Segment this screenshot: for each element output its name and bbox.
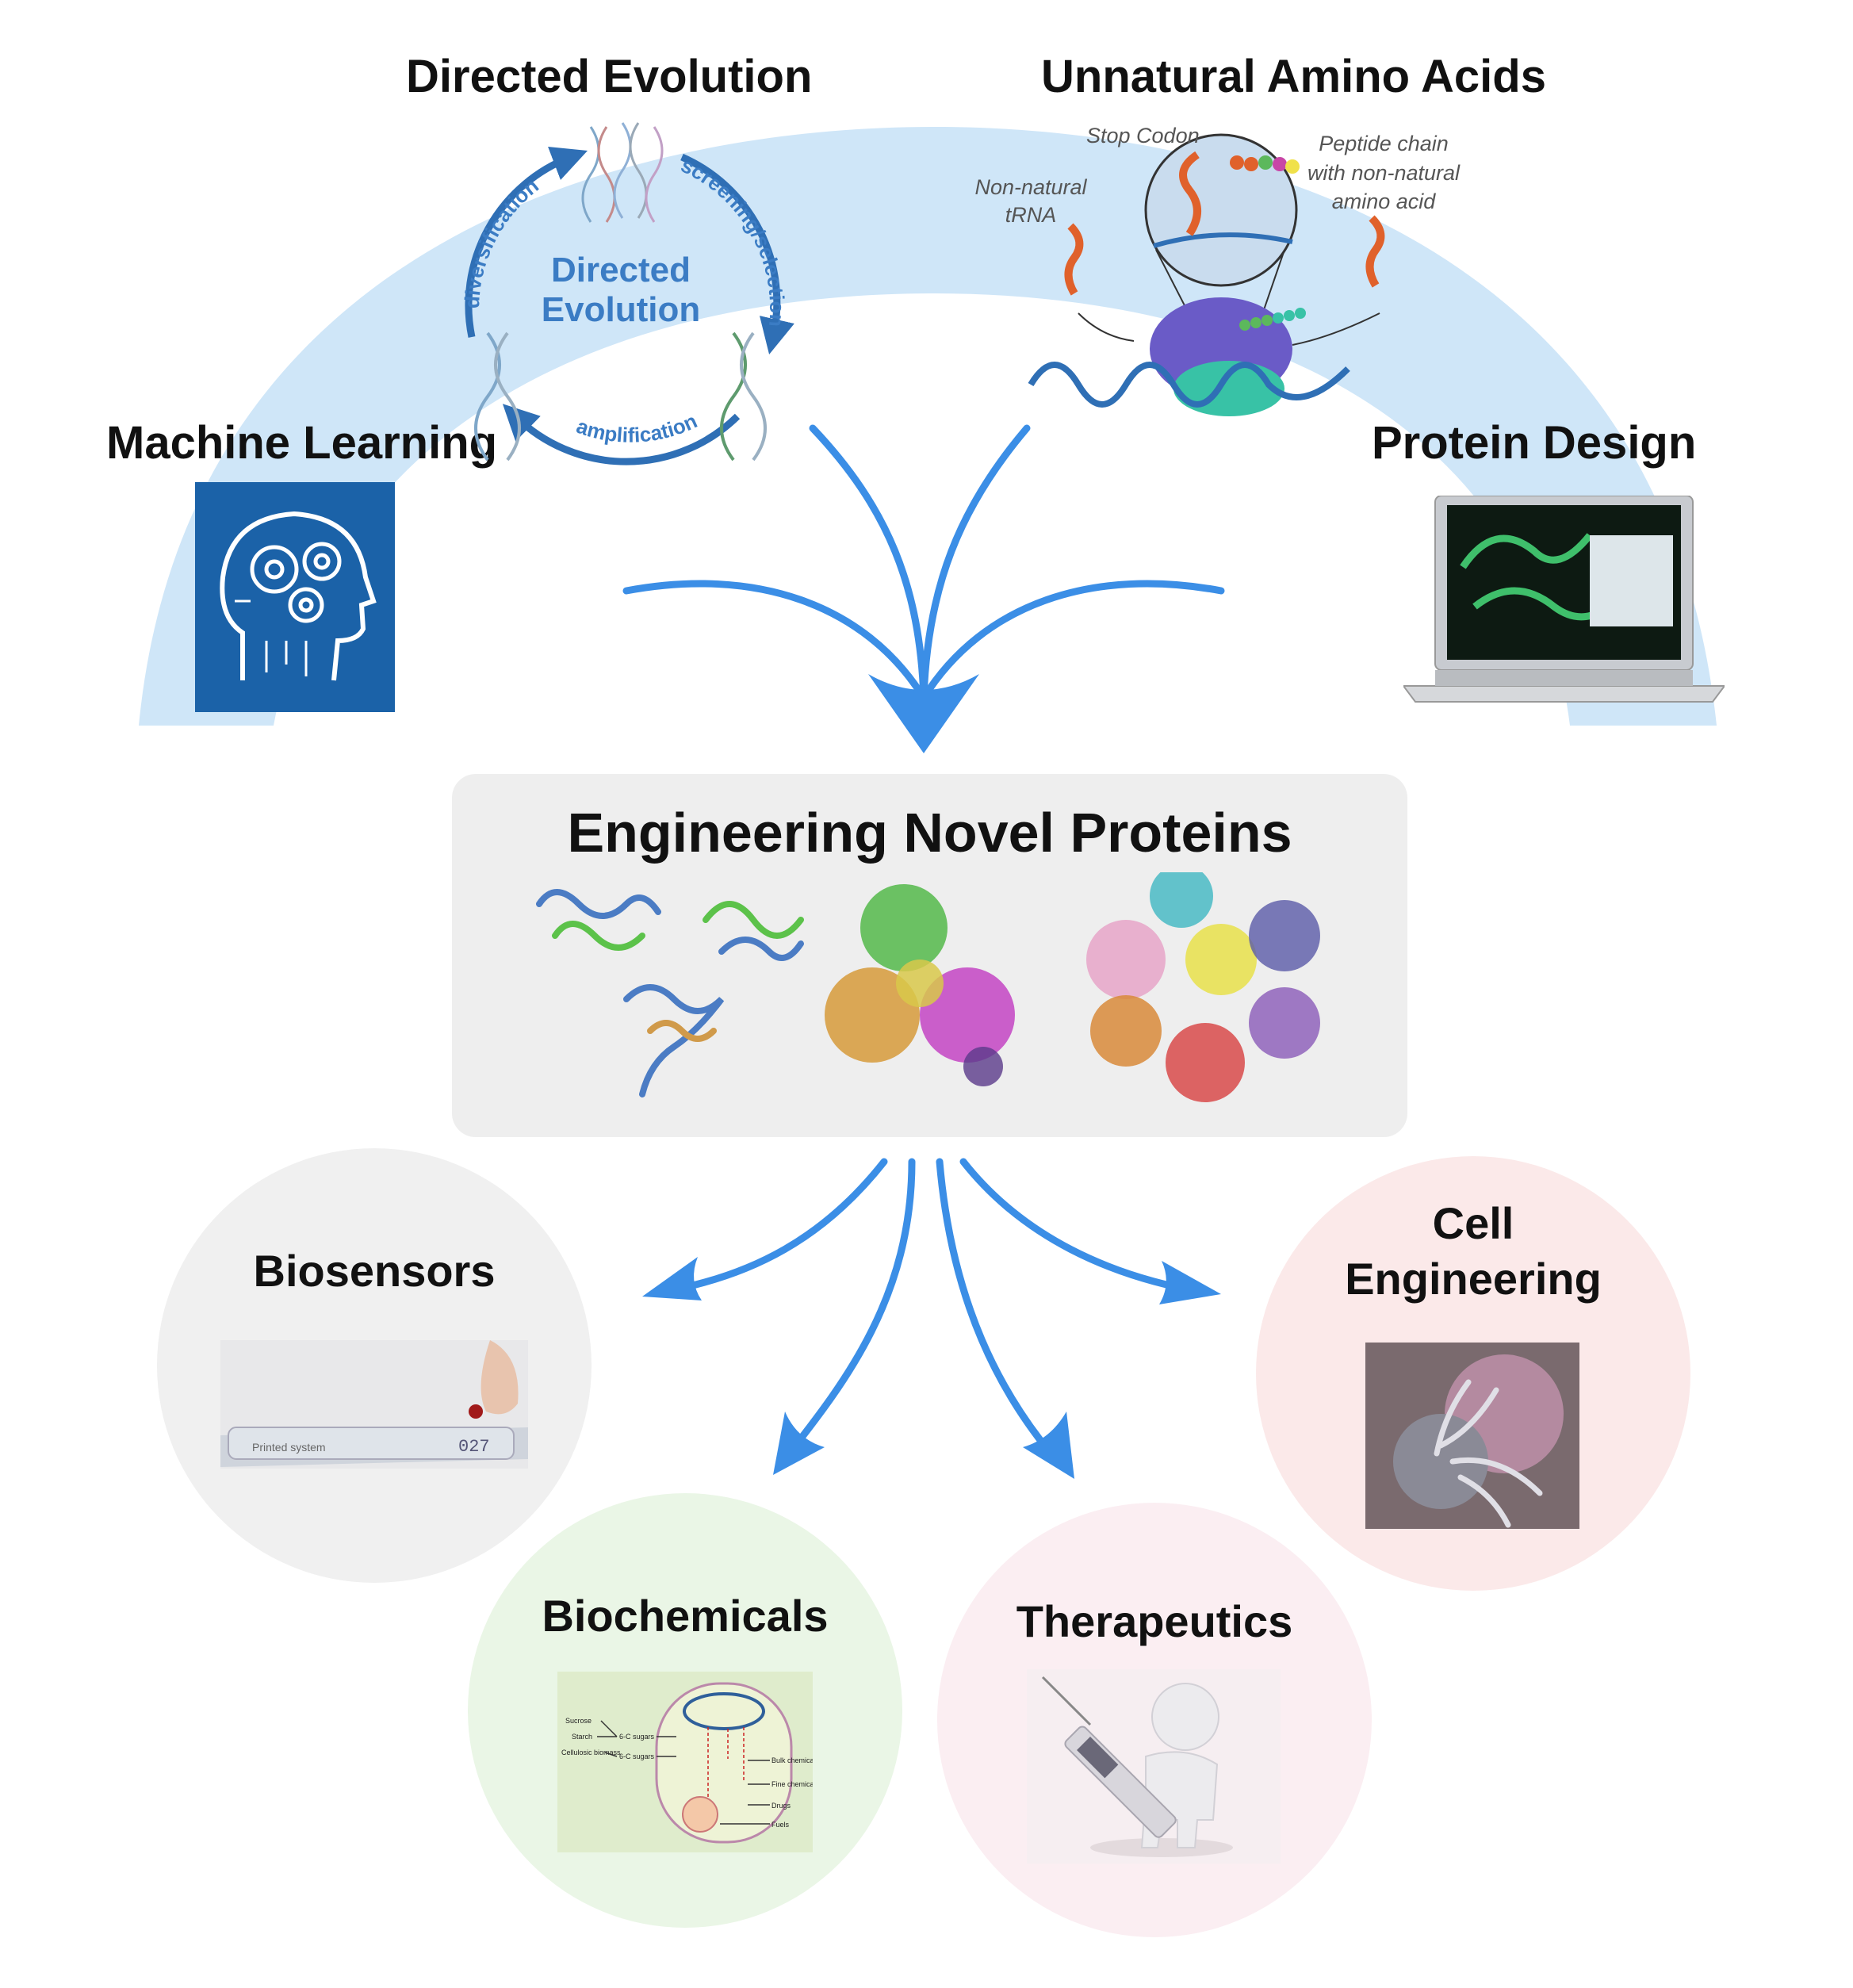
protein-design-laptop-image	[1403, 496, 1725, 703]
diverging-arrowheads	[642, 1257, 1221, 1479]
therapeutics-title: Therapeutics	[1016, 1596, 1293, 1646]
output-fine: Fine chemicals	[771, 1780, 813, 1788]
sugars-label-1: 6-C sugars	[619, 1733, 655, 1741]
dna-right-icon	[720, 331, 767, 462]
sugars-label-2: 6-C sugars	[619, 1752, 655, 1760]
cycle-amplification-label: amplification	[573, 408, 700, 446]
engineering-novel-proteins-title: Engineering Novel Proteins	[567, 802, 1292, 864]
zoom-circle	[1144, 133, 1298, 287]
antibody-structure-icon	[536, 889, 804, 1097]
input-starch: Starch	[572, 1733, 592, 1741]
free-trna-icon	[1064, 223, 1084, 296]
directed-evolution-cycle: diversification screening/selection ampl…	[460, 122, 794, 465]
blood-drop-icon	[469, 1404, 483, 1419]
cell-engineering-title-line2: Engineering	[1345, 1254, 1602, 1304]
complex-structure-icon	[1086, 872, 1320, 1102]
converging-arrowhead	[868, 674, 979, 753]
converging-arrows	[622, 424, 1225, 702]
output-bulk: Bulk chemicals	[771, 1756, 813, 1764]
diverging-arrows	[654, 1158, 1209, 1471]
cycle-center-line2: Evolution	[542, 290, 700, 329]
cell-image	[1365, 1343, 1579, 1529]
protein-structures	[536, 872, 1320, 1102]
therapeutics-figure-image	[1027, 1669, 1281, 1864]
finger-icon	[480, 1340, 519, 1415]
peptide-chain-icon	[1239, 308, 1306, 331]
input-cellulosic: Cellulosic biomass	[561, 1749, 621, 1756]
enzyme-structure-icon	[825, 884, 1015, 1086]
released-peptide-icon	[1365, 215, 1385, 288]
person-head-icon	[1151, 1683, 1219, 1751]
directed-evolution-heading: Directed Evolution	[406, 51, 813, 102]
biochemical-pathway-image: Sucrose Starch Cellulosic biomass 6-C su…	[557, 1672, 813, 1852]
cycle-center-line1: Directed	[551, 251, 691, 289]
dna-left-icon	[474, 331, 521, 462]
peptide-label-line3: amino acid	[1332, 190, 1437, 213]
output-fuels: Fuels	[771, 1821, 790, 1829]
unnatural-amino-acids-heading: Unnatural Amino Acids	[1041, 51, 1546, 102]
amino-chain-icon	[1230, 155, 1300, 174]
machine-learning-head-image	[195, 482, 395, 712]
device-display: 027	[458, 1437, 490, 1457]
peptide-label-line1: Peptide chain	[1319, 132, 1449, 155]
output-drugs: Drugs	[771, 1802, 791, 1810]
peptide-label-line2: with non-natural	[1307, 161, 1461, 185]
cycle-diversification-label: diversification	[460, 174, 543, 309]
trna-icon	[1179, 151, 1201, 236]
input-sucrose: Sucrose	[565, 1717, 592, 1725]
top-arc-band	[139, 127, 1717, 726]
trna-label-line1: Non-natural	[974, 175, 1087, 199]
stop-codon-label: Stop Codon	[1086, 124, 1200, 147]
unnatural-amino-acid-illustration: Stop Codon Non-natural tRNA Peptide chai…	[974, 124, 1461, 416]
biosensor-device-image: Printed system 027	[220, 1340, 528, 1469]
machine-learning-heading: Machine Learning	[106, 417, 498, 469]
mrna-strand	[1028, 362, 1350, 408]
biosensors-title: Biosensors	[253, 1246, 496, 1296]
biochemicals-title: Biochemicals	[542, 1591, 829, 1641]
device-label: Printed system	[252, 1441, 326, 1454]
dna-cluster-icon	[581, 122, 664, 223]
protein-design-heading: Protein Design	[1372, 417, 1697, 469]
cell-engineering-title-line1: Cell	[1432, 1198, 1514, 1248]
trna-label-line2: tRNA	[1005, 203, 1057, 227]
syringe-icon	[1041, 1676, 1177, 1838]
gear-icon	[250, 542, 342, 623]
